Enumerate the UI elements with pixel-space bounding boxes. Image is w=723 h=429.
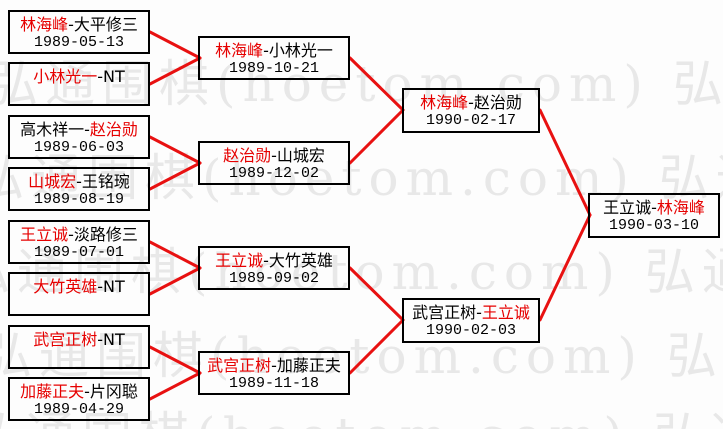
winner-name: 赵治勋 bbox=[89, 120, 138, 139]
match-date: 1990-02-17 bbox=[425, 112, 516, 129]
match-box-r2-3: 王立诚-大竹英雄 1989-09-02 bbox=[198, 246, 350, 290]
match-players: 王立诚-林海峰 bbox=[590, 198, 718, 217]
winner-name: 林海峰 bbox=[215, 41, 264, 60]
match-players: 王立诚-大竹英雄 bbox=[200, 251, 348, 270]
winner-name: 赵治勋 bbox=[223, 146, 272, 165]
match-box-r1-2: 小林光一-NT bbox=[8, 62, 150, 106]
match-date: 1989-06-03 bbox=[33, 139, 124, 156]
bracket-connector-line bbox=[348, 266, 405, 322]
match-players: 武宫正树-加藤正夫 bbox=[200, 356, 348, 375]
winner-name: 林海峰 bbox=[20, 15, 69, 34]
winner-name: 小林光一 bbox=[33, 67, 98, 86]
match-players: 高木祥一-赵治勋 bbox=[10, 120, 148, 139]
match-box-r1-4: 山城宏-王铭琬 1989-08-19 bbox=[8, 167, 150, 211]
player-name: -小林光一 bbox=[263, 41, 333, 60]
match-players: 林海峰-赵治勋 bbox=[404, 93, 538, 112]
match-players: 武宫正树-NT bbox=[10, 330, 148, 349]
match-players: 大竹英雄-NT bbox=[10, 277, 148, 296]
watermark-text: 弘通围棋(hoetom.com) 弘通围棋(hoetom.com) bbox=[0, 396, 723, 429]
match-box-r1-5: 王立诚-淡路修三 1989-07-01 bbox=[8, 220, 150, 264]
match-date: 1989-10-21 bbox=[228, 60, 319, 77]
match-box-r2-1: 林海峰-小林光一 1989-10-21 bbox=[198, 36, 350, 80]
winner-name: 山城宏 bbox=[28, 172, 77, 191]
player-name: -NT bbox=[97, 330, 125, 349]
match-players: 林海峰-小林光一 bbox=[200, 41, 348, 60]
match-players: 山城宏-王铭琬 bbox=[10, 172, 148, 191]
winner-name: 林海峰 bbox=[656, 198, 705, 217]
match-box-r1-6: 大竹英雄-NT bbox=[8, 272, 150, 316]
match-box-sf-1: 林海峰-赵治勋 1990-02-17 bbox=[402, 88, 540, 133]
winner-name: 林海峰 bbox=[420, 93, 469, 112]
match-date: 1990-02-03 bbox=[425, 322, 516, 339]
player-name: -大平修三 bbox=[68, 15, 138, 34]
match-box-r1-7: 武宫正树-NT bbox=[8, 325, 150, 369]
match-date: 1989-04-29 bbox=[33, 401, 124, 418]
bracket-connector-line bbox=[148, 161, 202, 191]
bracket-connector-line bbox=[148, 345, 202, 375]
match-box-r1-1: 林海峰-大平修三 1989-05-13 bbox=[8, 10, 150, 54]
player-name: -淡路修三 bbox=[68, 225, 138, 244]
player-name: 高木祥一- bbox=[20, 120, 90, 139]
bracket-connector-line bbox=[538, 213, 592, 322]
player-name: 武宫正树- bbox=[412, 303, 482, 322]
match-players: 小林光一-NT bbox=[10, 67, 148, 86]
match-date: 1989-08-19 bbox=[33, 191, 124, 208]
bracket-connector-line bbox=[348, 318, 405, 375]
watermark-text: 弘通围棋(hoetom.com) 弘通围棋(hoetom.com) bbox=[0, 327, 723, 385]
match-box-r2-2: 赵治勋-山城宏 1989-12-02 bbox=[198, 141, 350, 185]
watermark-text: 弘通围棋(hoetom.com) 弘通围棋(hoetom.com) bbox=[0, 55, 723, 113]
match-players: 王立诚-淡路修三 bbox=[10, 225, 148, 244]
player-name: -片冈聪 bbox=[84, 382, 138, 401]
bracket-connector-line bbox=[148, 135, 202, 165]
match-box-final: 王立诚-林海峰 1990-03-10 bbox=[588, 193, 720, 238]
match-box-r1-3: 高木祥一-赵治勋 1989-06-03 bbox=[8, 115, 150, 159]
match-players: 武宫正树-王立诚 bbox=[404, 303, 538, 322]
match-players: 加藤正夫-片冈聪 bbox=[10, 382, 148, 401]
player-name: -赵治勋 bbox=[468, 93, 522, 112]
player-name: -山城宏 bbox=[271, 146, 325, 165]
bracket-connector-line bbox=[148, 56, 202, 86]
match-date: 1989-07-01 bbox=[33, 244, 124, 261]
bracket-connector-line bbox=[148, 30, 202, 60]
winner-name: 王立诚 bbox=[215, 251, 264, 270]
bracket-connector-line bbox=[348, 56, 405, 112]
player-name: -王铭琬 bbox=[76, 172, 130, 191]
winner-name: 加藤正夫 bbox=[20, 382, 85, 401]
winner-name: 大竹英雄 bbox=[33, 277, 98, 296]
match-date: 1989-12-02 bbox=[228, 165, 319, 182]
bracket-connector-line bbox=[148, 240, 202, 270]
player-name: -NT bbox=[97, 277, 125, 296]
winner-name: 王立诚 bbox=[481, 303, 530, 322]
winner-name: 武宫正树 bbox=[207, 356, 272, 375]
match-box-r1-8: 加藤正夫-片冈聪 1989-04-29 bbox=[8, 377, 150, 421]
winner-name: 王立诚 bbox=[20, 225, 69, 244]
match-date: 1990-03-10 bbox=[608, 217, 699, 234]
match-box-sf-2: 武宫正树-王立诚 1990-02-03 bbox=[402, 298, 540, 343]
player-name: 王立诚- bbox=[603, 198, 657, 217]
bracket-connector-line bbox=[148, 266, 202, 296]
player-name: -NT bbox=[97, 67, 125, 86]
bracket-connector-line bbox=[348, 108, 405, 165]
winner-name: 武宫正树 bbox=[33, 330, 98, 349]
player-name: -加藤正夫 bbox=[271, 356, 341, 375]
match-date: 1989-09-02 bbox=[228, 270, 319, 287]
match-players: 林海峰-大平修三 bbox=[10, 15, 148, 34]
match-date: 1989-05-13 bbox=[33, 34, 124, 51]
bracket-connector-line bbox=[148, 371, 202, 401]
player-name: -大竹英雄 bbox=[263, 251, 333, 270]
match-box-r2-4: 武宫正树-加藤正夫 1989-11-18 bbox=[198, 351, 350, 395]
match-players: 赵治勋-山城宏 bbox=[200, 146, 348, 165]
match-date: 1989-11-18 bbox=[228, 375, 319, 392]
bracket-connector-line bbox=[538, 108, 592, 217]
